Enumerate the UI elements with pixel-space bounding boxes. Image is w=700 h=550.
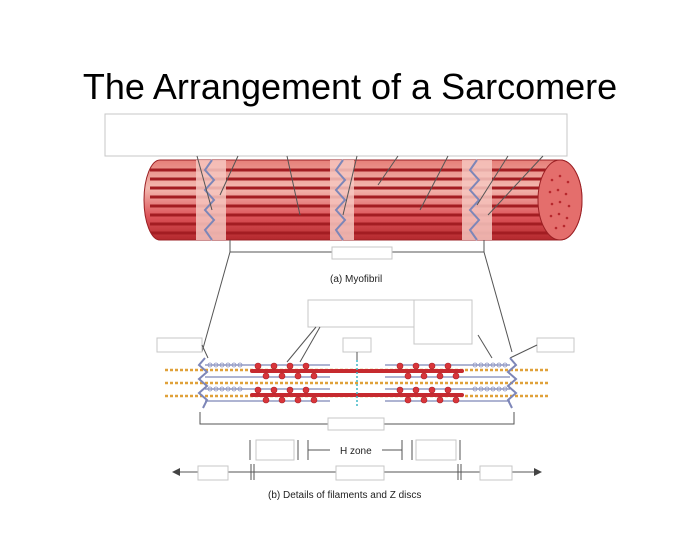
label-box-bottom-left: [197, 465, 229, 481]
label-box-right: [536, 337, 575, 353]
label-box-m: [342, 337, 372, 353]
caption-details: (b) Details of filaments and Z discs: [268, 490, 421, 501]
caption-myofibril: (a) Myofibril: [330, 274, 382, 285]
label-box-left: [156, 337, 203, 353]
label-box-h-left: [255, 439, 295, 461]
label-box-a-band: [327, 417, 385, 431]
h-zone-row: [249, 440, 461, 460]
label-box-sarcomere: [331, 246, 393, 260]
label-box-bottom-mid: [335, 465, 385, 481]
h-zone-label: H zone: [340, 446, 372, 457]
label-box-thin: [307, 299, 421, 328]
sarcomere-detail: [165, 357, 548, 409]
label-box-right-top: [413, 299, 473, 345]
myofibril-cylinder: [143, 155, 583, 241]
slide-title: The Arrangement of a Sarcomere: [82, 66, 618, 107]
label-box-h-right: [415, 439, 457, 461]
label-box-bottom-right: [479, 465, 513, 481]
label-box-top: [104, 113, 568, 157]
